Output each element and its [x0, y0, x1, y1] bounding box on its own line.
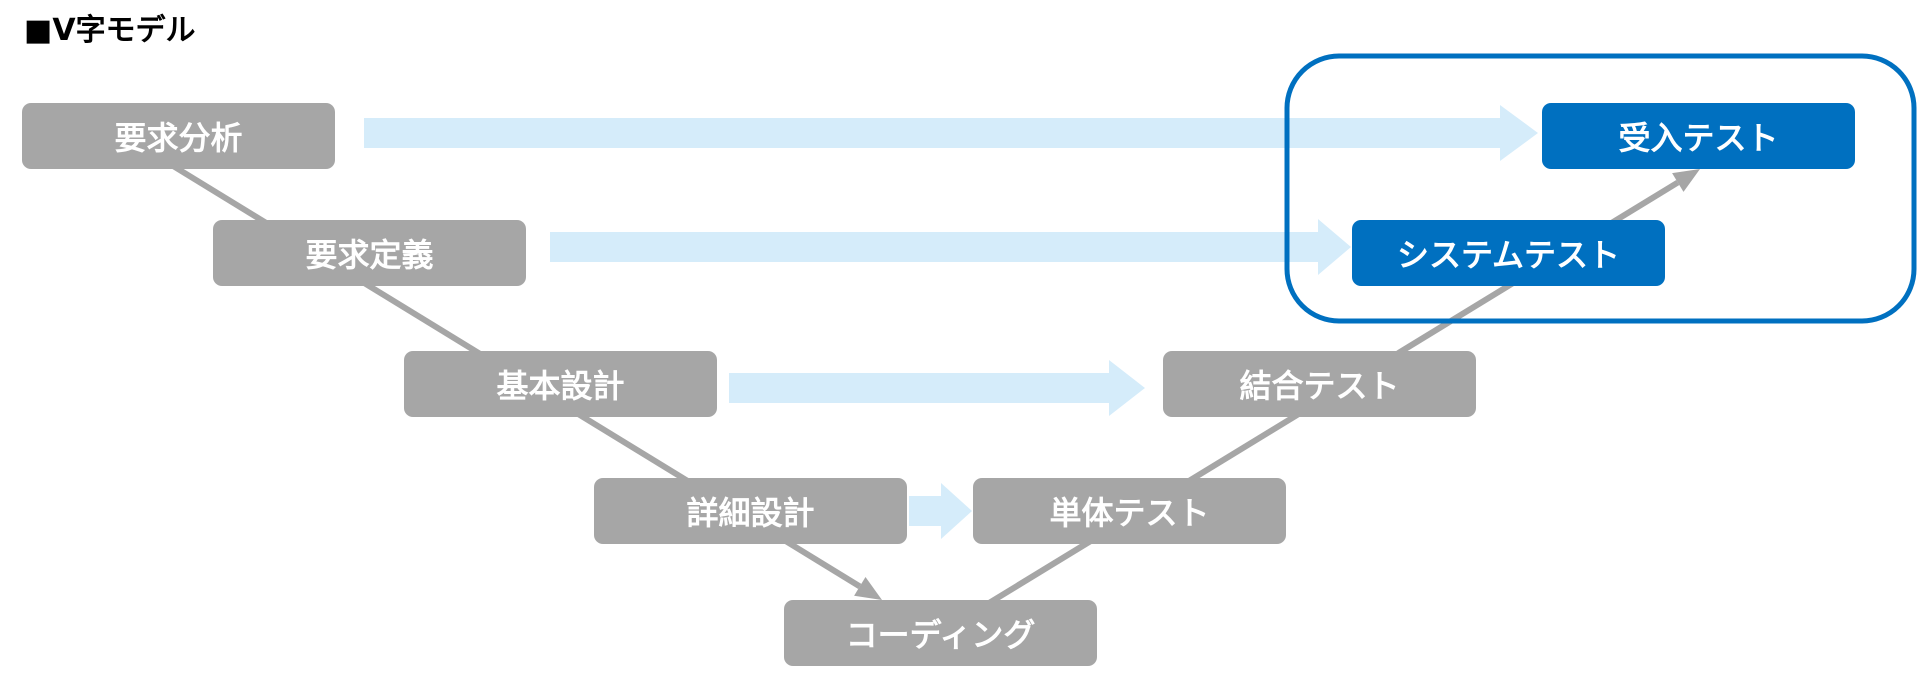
- node-label: 要求定義: [305, 236, 434, 274]
- node-unit-test: 単体テスト: [973, 478, 1286, 544]
- node-label: システムテスト: [1396, 236, 1621, 274]
- verification-arrow-definition-to-system: [550, 219, 1351, 275]
- node-basic-design: 基本設計: [404, 351, 717, 417]
- node-label: 要求分析: [114, 119, 243, 157]
- node-coding: コーディング: [784, 600, 1097, 666]
- node-detailed-design: 詳細設計: [594, 478, 907, 544]
- highlight-outline: [1284, 53, 1917, 324]
- node-label: 基本設計: [496, 367, 625, 405]
- node-label: 単体テスト: [1049, 494, 1210, 532]
- node-requirements-definition: 要求定義: [213, 220, 526, 286]
- node-label: 結合テスト: [1239, 367, 1400, 405]
- node-label: 詳細設計: [686, 494, 815, 532]
- node-system-test: システムテスト: [1352, 220, 1665, 286]
- verification-arrow-detail-design-to-unit: [909, 483, 972, 539]
- v-line-left-arrowhead: [854, 577, 882, 600]
- v-line-right-arrowhead: [1672, 169, 1700, 192]
- node-integration-test: 結合テスト: [1163, 351, 1476, 417]
- node-requirements-analysis: 要求分析: [22, 103, 335, 169]
- verification-arrow-requirements-to-acceptance: [364, 105, 1538, 161]
- node-acceptance-test: 受入テスト: [1542, 103, 1855, 169]
- page-title: ■V字モデル: [24, 13, 196, 48]
- node-label: コーディング: [845, 616, 1036, 654]
- node-label: 受入テスト: [1618, 119, 1779, 157]
- verification-arrow-basic-design-to-integration: [729, 360, 1145, 416]
